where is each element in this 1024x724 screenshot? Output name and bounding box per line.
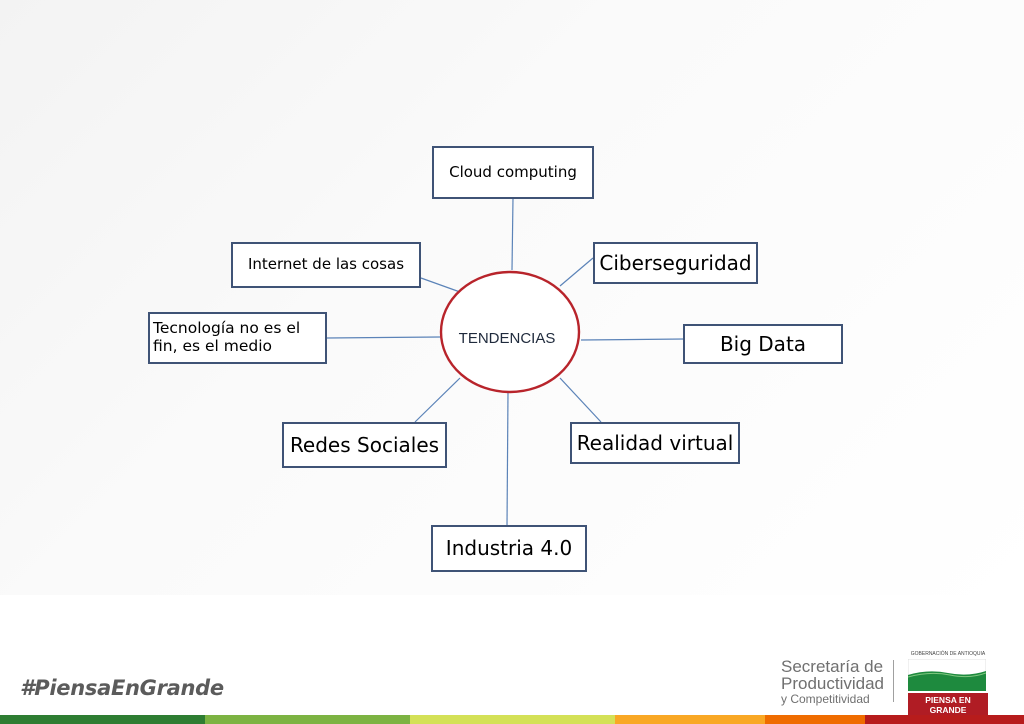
gobernacion-name: GOBERNACIÓN DE ANTIOQUIA xyxy=(910,651,986,657)
connector-cloud xyxy=(511,197,514,271)
node-internet-de-las-cosas: Internet de las cosas xyxy=(231,242,421,288)
connector-industria xyxy=(506,391,509,527)
antioquia-flag-icon xyxy=(908,659,986,691)
connector-bigdata xyxy=(580,338,685,341)
gobernacion-logo: GOBERNACIÓN DE ANTIOQUIA PIENSA EN GRAND… xyxy=(908,651,988,717)
center-ellipse xyxy=(439,270,581,394)
color-stripe-bar xyxy=(0,715,1024,724)
secretaria-line3: y Competitividad xyxy=(781,692,870,706)
connector-iot xyxy=(420,277,461,293)
node-ciberseguridad: Ciberseguridad xyxy=(593,242,758,284)
connector-realidad xyxy=(559,377,602,423)
piensa-en-grande-badge: PIENSA EN GRANDE xyxy=(908,693,988,717)
connector-tec xyxy=(326,336,441,339)
node-tecnologia: Tecnología no es el fin, es el medio xyxy=(148,312,327,364)
secretaria-line2: Productividad xyxy=(781,674,885,693)
stripe-orange xyxy=(765,715,865,724)
connector-redes xyxy=(414,377,461,423)
node-big-data: Big Data xyxy=(683,324,843,364)
secretaria-line1: Secretaría de xyxy=(781,657,884,676)
stripe-red xyxy=(865,715,1024,724)
stripe-dark-green xyxy=(0,715,205,724)
node-cloud-computing: Cloud computing xyxy=(432,146,594,199)
node-redes-sociales: Redes Sociales xyxy=(282,422,447,468)
node-industria-4: Industria 4.0 xyxy=(431,525,587,572)
center-label: TENDENCIAS xyxy=(458,329,556,347)
node-realidad-virtual: Realidad virtual xyxy=(570,422,740,464)
stripe-amber xyxy=(615,715,765,724)
connector-ciber xyxy=(559,257,594,287)
stripe-light-green xyxy=(205,715,410,724)
hashtag-footer: #PiensaEnGrande xyxy=(20,676,224,700)
stripe-yellow xyxy=(410,715,615,724)
logo-separator xyxy=(893,660,894,702)
secretaria-logo: Secretaría de Productividad y Competitiv… xyxy=(781,658,884,705)
